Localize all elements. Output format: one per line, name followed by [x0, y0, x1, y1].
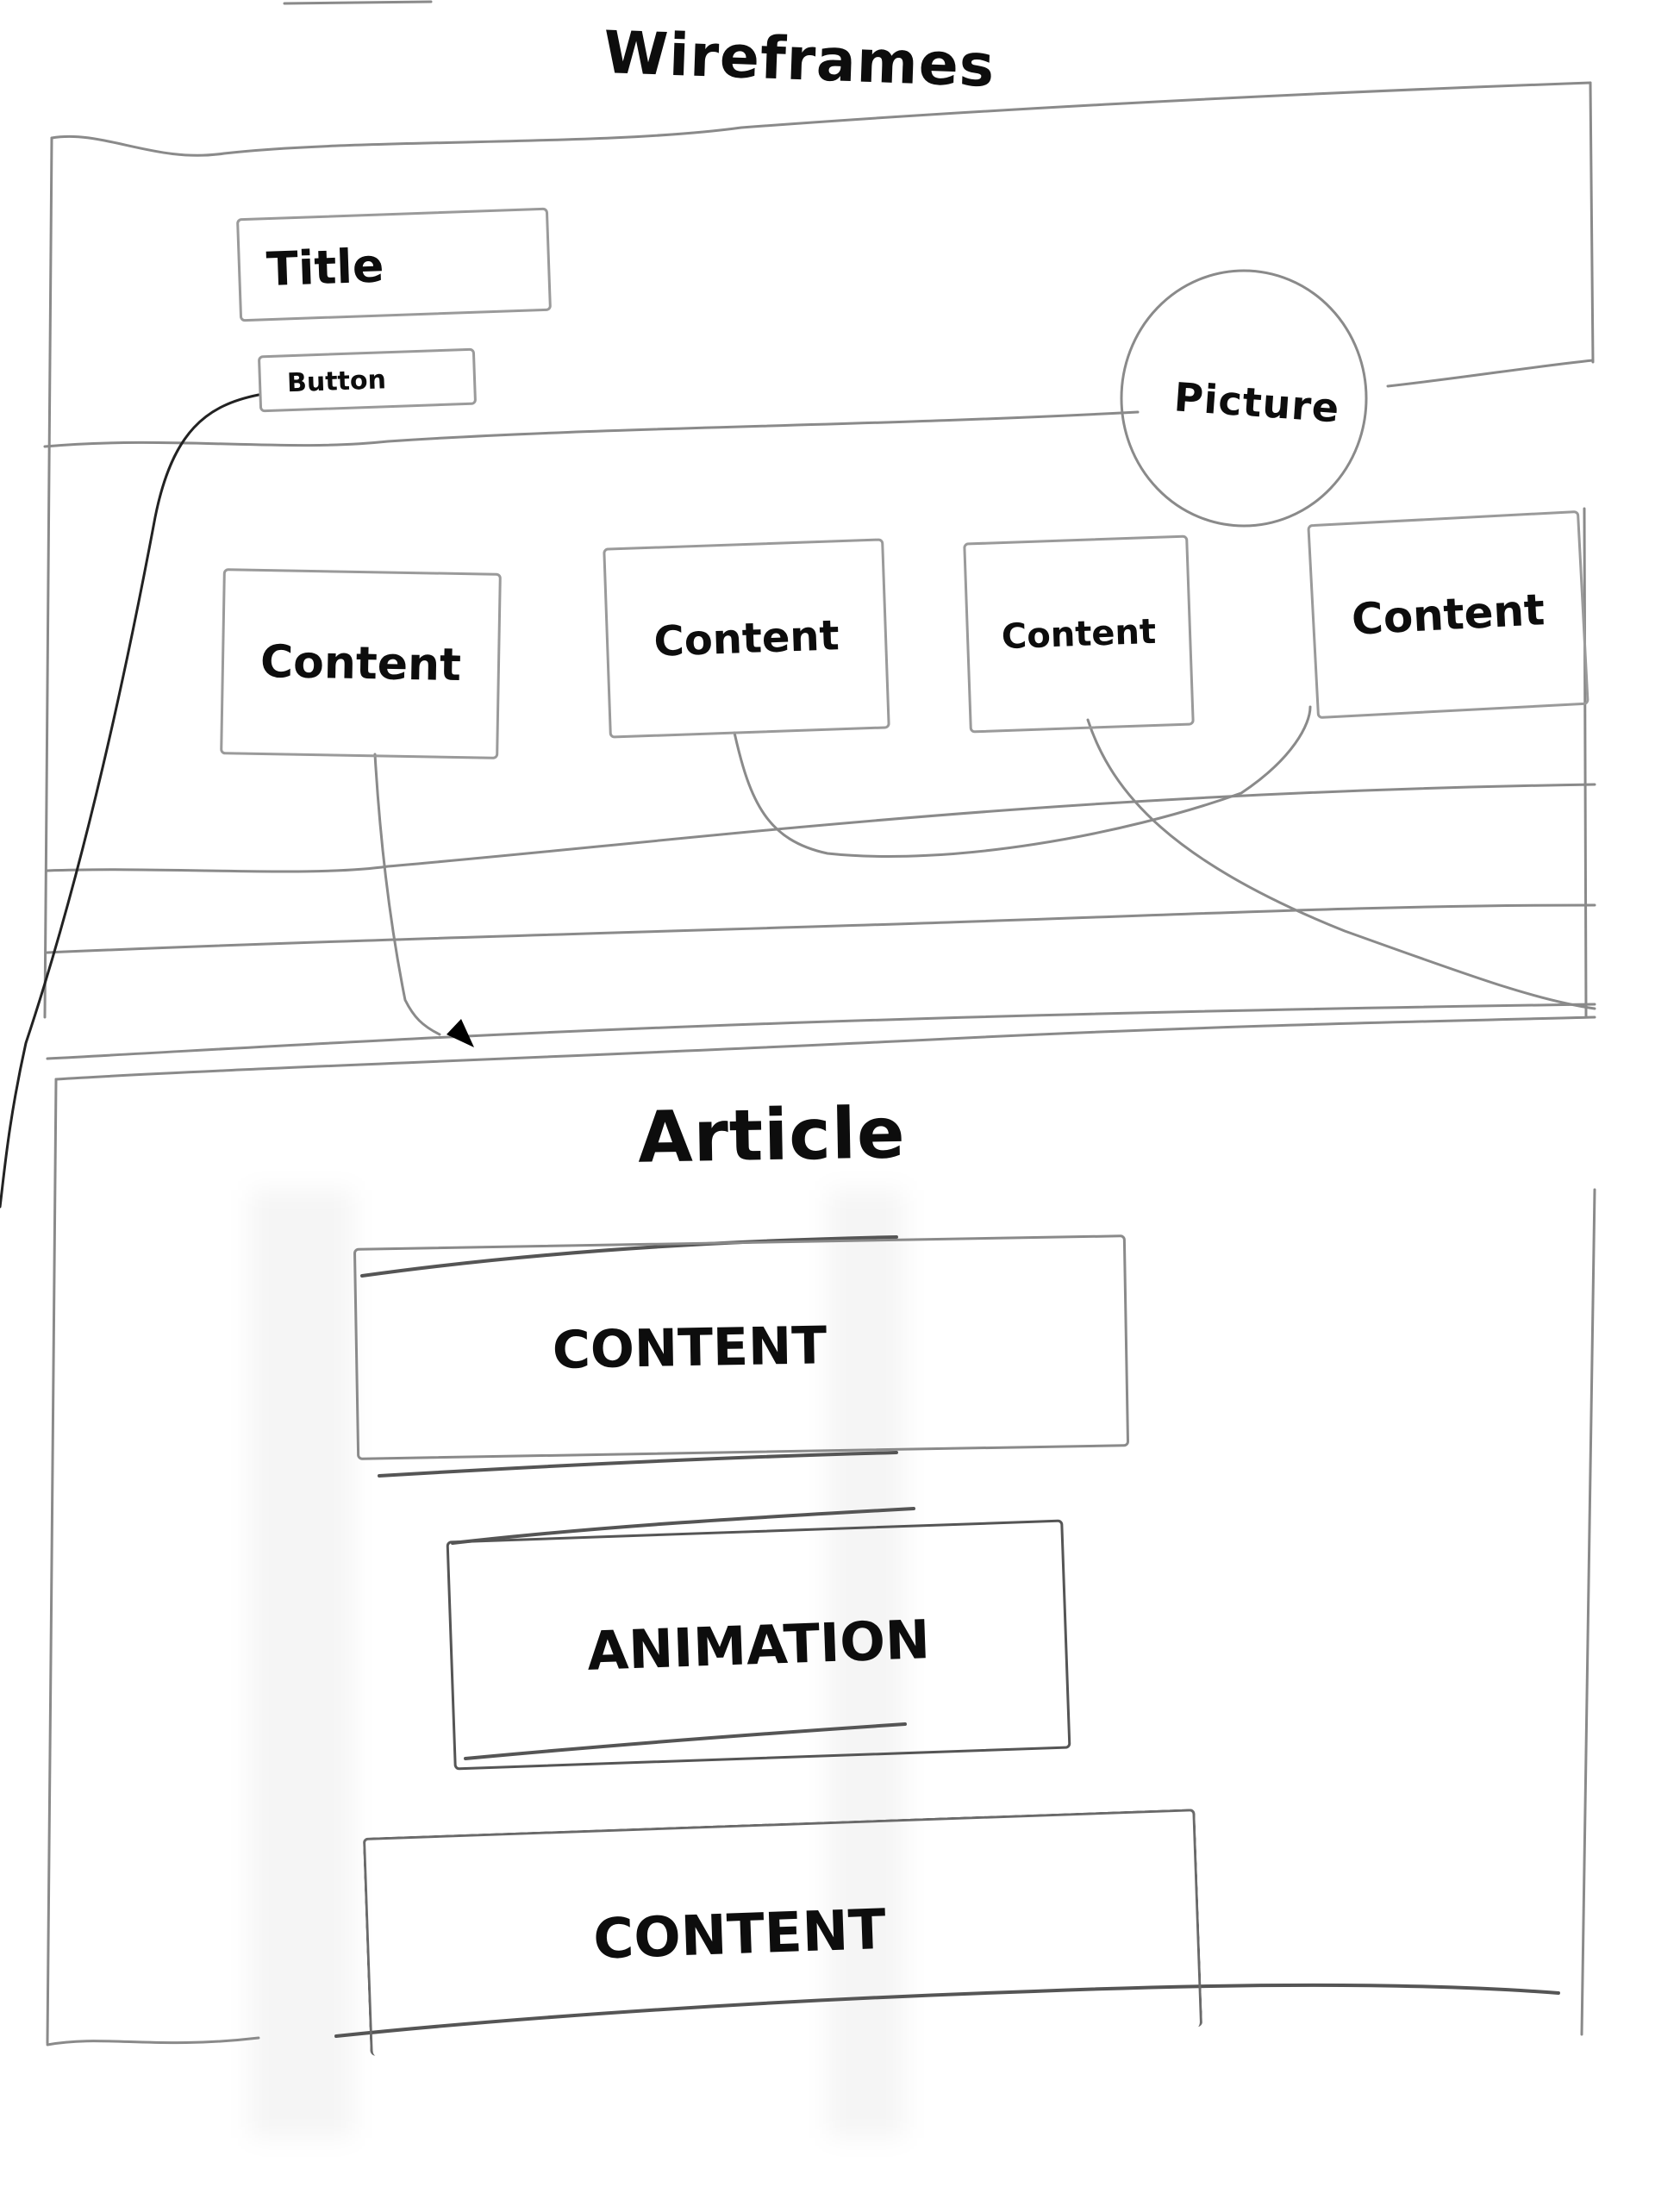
content-row-line: [46, 903, 1596, 954]
header-divider: [43, 410, 1140, 448]
article-frame-left: [46, 1078, 58, 2045]
article-heading: Article: [637, 1092, 907, 1179]
article-frame-bottom: [46, 2036, 260, 2046]
home-frame-left: [43, 136, 53, 1019]
article-frame-right: [1580, 1188, 1596, 2036]
content-card-label: Content: [653, 610, 840, 666]
article-block-label: CONTENT: [552, 1315, 828, 1381]
content-card-label: Content: [1001, 611, 1157, 657]
article-frame-bottom: [334, 1983, 1560, 2038]
content-card-label: Content: [259, 635, 462, 692]
title-box[interactable]: Title: [236, 207, 552, 322]
picture-circle-outline: [1120, 269, 1368, 528]
content-card[interactable]: Content: [220, 568, 502, 759]
button-label: Button: [286, 364, 387, 398]
home-frame-top: [50, 81, 1592, 157]
title-label: Title: [265, 237, 385, 297]
article-frame-top: [54, 1015, 1596, 1081]
home-frame-right: [1583, 507, 1588, 1019]
article-block-label: ANIMATION: [585, 1607, 932, 1683]
content-row-line: [46, 783, 1596, 873]
arrowhead-icon: [447, 1019, 474, 1047]
content-card[interactable]: Content: [1307, 509, 1589, 720]
page-heading: Wireframes: [602, 19, 996, 101]
header-divider: [1386, 359, 1595, 388]
content-card[interactable]: Content: [963, 534, 1195, 734]
paper-shadow: [250, 1190, 353, 2138]
picture-placeholder[interactable]: [1121, 271, 1366, 526]
article-animation-block[interactable]: ANIMATION: [446, 1519, 1071, 1771]
button-box[interactable]: Button: [257, 347, 478, 413]
content-card[interactable]: Content: [603, 538, 890, 739]
content1-connector: [373, 753, 441, 1036]
button-connector: [0, 393, 260, 1209]
article-content-block[interactable]: CONTENT: [362, 1809, 1203, 2056]
content3-connector: [1086, 718, 1596, 1010]
content-card-label: Content: [1350, 584, 1546, 645]
home-frame-right: [1589, 81, 1595, 364]
paper-shadow: [828, 1190, 905, 2138]
article-content-block[interactable]: CONTENT: [353, 1234, 1130, 1460]
content-row-line: [46, 1003, 1596, 1060]
article-block-label: CONTENT: [592, 1897, 888, 1972]
content2-connector: [733, 705, 1312, 858]
